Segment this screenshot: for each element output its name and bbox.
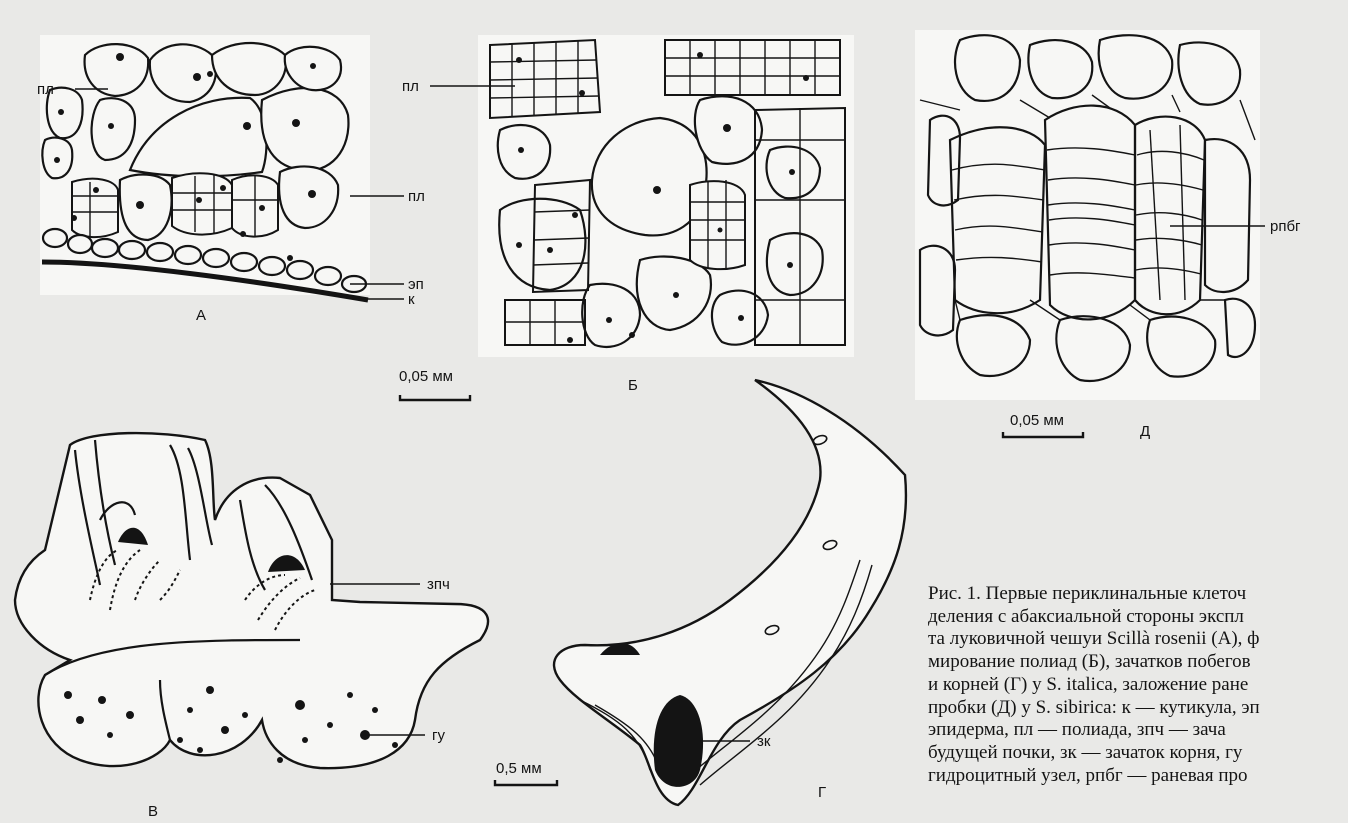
panel-b-letter: Б (628, 377, 638, 394)
caption-line: эпидерма, пл — полиада, зпч — зача (928, 719, 1348, 742)
label-g-zk: зк (757, 733, 771, 750)
caption-line: и корней (Г) у S. italica, заложение ран… (928, 674, 1348, 697)
scale-bar-d-label: 0,05 мм (1010, 412, 1064, 429)
scale-bar-vg-label: 0,5 мм (496, 760, 542, 777)
scale-bar-v-g: 0,5 мм (495, 760, 557, 785)
label-a-k: к (408, 291, 415, 308)
figure-caption: Рис. 1. Первые периклинальные клеточ дел… (928, 583, 1348, 823)
panel-v-drawing (15, 433, 488, 768)
label-b-pl: пл (402, 78, 419, 95)
panel-b-drawing (478, 35, 854, 357)
caption-line: мирование полиад (Б), зачатков побегов (928, 651, 1348, 674)
panel-g-letter: Г (818, 784, 826, 801)
label-d-rpbg: рпбг (1270, 218, 1301, 235)
caption-line: та луковичной чешуи Scillà rosenii (А), … (928, 628, 1348, 651)
scale-bar-b: 0,05 мм (399, 368, 470, 400)
label-a-pl: пл (408, 188, 425, 205)
caption-line: деления с абаксиальной стороны экспл (928, 606, 1348, 629)
panel-a-drawing (40, 35, 370, 300)
panel-v-letter: В (148, 803, 158, 820)
caption-line: гидроцитный узел, рпбг — раневая про (928, 765, 1348, 788)
label-v-zpch: зпч (427, 576, 450, 593)
panel-d-drawing (915, 30, 1260, 400)
panel-a-letter: А (196, 307, 206, 324)
scale-bar-b-label: 0,05 мм (399, 368, 453, 385)
caption-line: Рис. 1. Первые периклинальные клеточ (928, 583, 1348, 606)
caption-line: пробки (Д) у S. sibirica: к — кутикула, … (928, 697, 1348, 720)
scale-bar-d: 0,05 мм (1003, 412, 1083, 437)
caption-line: будущей почки, зк — зачаток корня, гу (928, 742, 1348, 765)
panel-d-letter: Д (1140, 423, 1150, 440)
label-v-gu: гу (432, 727, 445, 744)
label-a-pl-top: пл (37, 81, 54, 98)
